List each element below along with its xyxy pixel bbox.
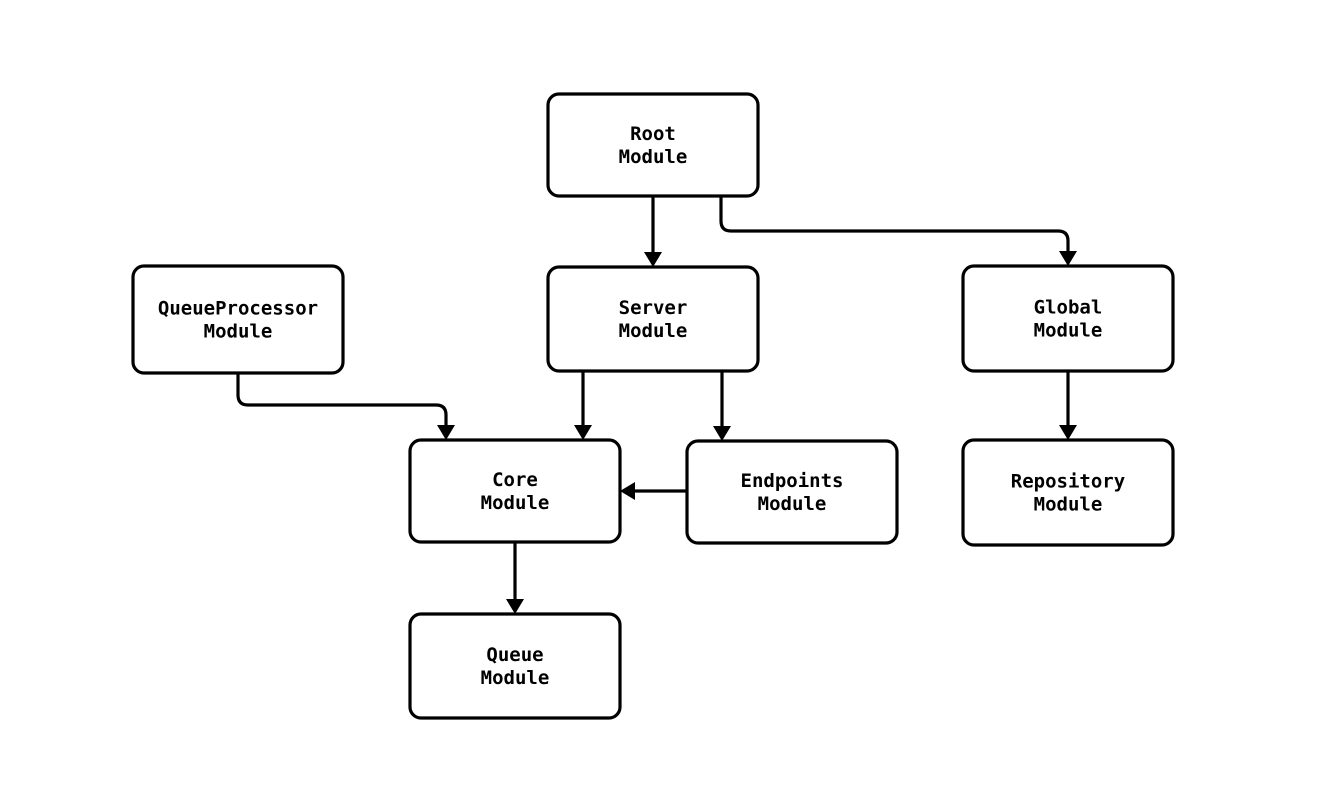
- edge-queueprocessor-to-core: [236, 373, 455, 440]
- edge-line: [236, 373, 448, 425]
- node-box[interactable]: [408, 438, 622, 544]
- arrow-head-icon: [437, 425, 455, 440]
- node-label-line2: Module: [481, 492, 550, 514]
- edge-line: [719, 196, 1070, 251]
- edge-root-to-global: [719, 196, 1077, 266]
- node-label-line2: Module: [204, 320, 273, 342]
- node-label-line2: Module: [619, 146, 688, 168]
- arrow-head-icon: [644, 252, 662, 267]
- arrow-head-icon: [713, 426, 731, 441]
- node-label-line1: Core: [492, 469, 538, 491]
- node-label-line2: Module: [619, 320, 688, 342]
- node-label-line2: Module: [1034, 319, 1103, 341]
- arrow-head-icon: [506, 599, 524, 614]
- edge-root-to-server: [644, 196, 662, 267]
- node-label-line1: Global: [1034, 296, 1103, 318]
- node-label-line1: Root: [630, 123, 676, 145]
- node-label-line1: QueueProcessor: [158, 297, 318, 319]
- node-label-line1: Server: [619, 297, 688, 319]
- node-label-line1: Repository: [1011, 470, 1125, 492]
- arrow-head-icon: [1059, 425, 1077, 440]
- node-label-line2: Module: [758, 493, 827, 515]
- arrow-head-icon: [574, 425, 592, 440]
- arrow-head-icon: [1059, 251, 1077, 266]
- node-label-line2: Module: [1034, 493, 1103, 515]
- node-box[interactable]: [961, 264, 1175, 373]
- node-label-line2: Module: [481, 667, 550, 689]
- node-box[interactable]: [685, 439, 899, 545]
- edges-layer: [236, 196, 1077, 614]
- node-box[interactable]: [546, 265, 760, 373]
- edge-endpoints-to-core: [620, 482, 687, 500]
- edge-server-to-endpoints: [713, 371, 731, 441]
- edge-server-to-core: [574, 371, 592, 440]
- node-box[interactable]: [546, 92, 760, 198]
- node-box[interactable]: [408, 612, 622, 720]
- edge-core-to-queue: [506, 542, 524, 614]
- arrow-head-icon: [620, 482, 635, 500]
- edge-global-to-repository: [1059, 371, 1077, 440]
- node-box[interactable]: [131, 264, 345, 375]
- node-box[interactable]: [961, 438, 1175, 547]
- node-label-line1: Endpoints: [741, 470, 844, 492]
- node-label-line1: Queue: [486, 644, 543, 666]
